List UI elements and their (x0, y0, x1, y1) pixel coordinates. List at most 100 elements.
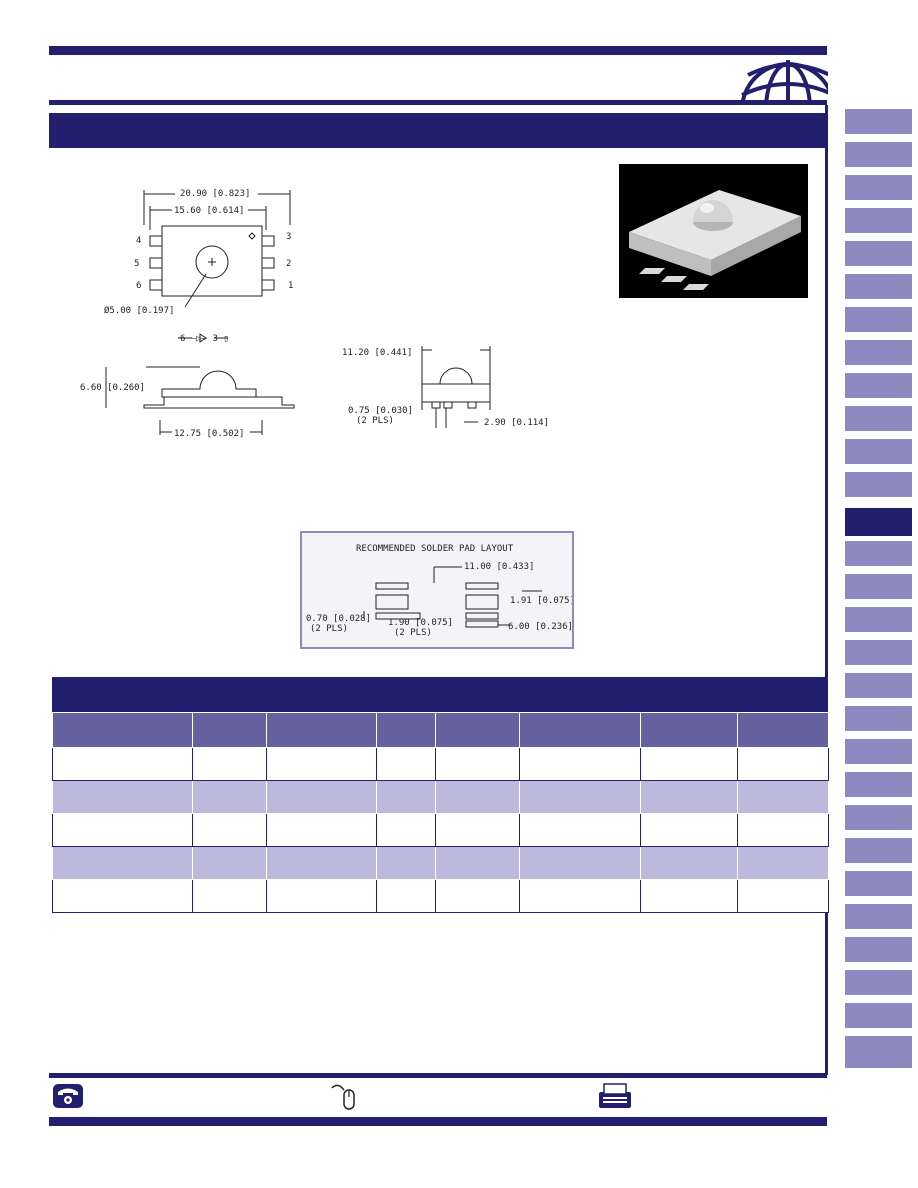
sidebar-tab[interactable] (845, 739, 912, 764)
right-rule (825, 105, 828, 1075)
table-cell (266, 780, 377, 814)
table-cell (737, 846, 829, 880)
pin-6-label: 6 (136, 281, 141, 291)
sidebar-tab[interactable] (845, 472, 912, 497)
table-cell (640, 747, 738, 781)
sidebar-tab[interactable] (845, 904, 912, 929)
sidebar-tab[interactable] (845, 673, 912, 698)
table-cell (435, 846, 520, 880)
sidebar-tab[interactable] (845, 208, 912, 233)
end-view-label: 6 —▷— 3 ▯ (180, 334, 229, 344)
sidebar-tab[interactable] (845, 805, 912, 830)
sidebar-tab[interactable] (845, 607, 912, 632)
sidebar-tab[interactable] (845, 574, 912, 599)
table-row (52, 813, 829, 847)
pin-2-label: 2 (286, 259, 291, 269)
sidebar-tab-active[interactable] (845, 508, 912, 536)
dim-pad-pitch: 1.90 [0.075] (388, 618, 453, 628)
dim-lead-width-note: (2 PLS) (356, 416, 394, 426)
sidebar-tab[interactable] (845, 406, 912, 431)
table-header-cell (640, 712, 738, 748)
table-cell (640, 813, 738, 847)
table-cell (737, 813, 829, 847)
table-cell (376, 780, 436, 814)
table-cell (435, 747, 520, 781)
table-header-cell (376, 712, 436, 748)
sidebar-tab[interactable] (845, 640, 912, 665)
sidebar-tab[interactable] (845, 307, 912, 332)
table-header-cell (52, 712, 193, 748)
table-cell (435, 879, 520, 913)
table-cell (376, 813, 436, 847)
table-cell (192, 879, 267, 913)
table-header-cell (192, 712, 267, 748)
table-header-cell (435, 712, 520, 748)
table-row (52, 747, 829, 781)
table-cell (266, 846, 377, 880)
table-cell (52, 813, 193, 847)
pin-1-label: 1 (288, 281, 293, 291)
table-cell (52, 846, 193, 880)
dim-pad-span: 11.00 [0.433] (464, 562, 534, 572)
table-cell (52, 780, 193, 814)
table-header-row (52, 712, 829, 748)
table-cell (737, 780, 829, 814)
header-rule (49, 100, 827, 105)
dim-overall-length: 20.90 [0.823] (180, 189, 250, 199)
mechanical-drawing: 20.90 [0.823] 15.60 [0.614] 4 5 6 3 2 1 … (80, 189, 549, 439)
footer-rule-top (49, 1073, 827, 1078)
pad-layout-title: RECOMMENDED SOLDER PAD LAYOUT (356, 544, 514, 554)
sidebar-tab[interactable] (845, 1036, 912, 1068)
dim-pad-width: 0.70 [0.028] (306, 614, 371, 624)
dim-side-height: 6.60 [0.260] (80, 383, 145, 393)
sidebar-tab[interactable] (845, 871, 912, 896)
dim-pad-height: 1.91 [0.075] (510, 596, 572, 606)
sidebar-tab[interactable] (845, 937, 912, 962)
table-cell (640, 780, 738, 814)
dim-pin-span: 15.60 [0.614] (174, 206, 244, 216)
table-cell (519, 846, 641, 880)
sidebar-tab[interactable] (845, 109, 912, 134)
table-row (52, 879, 829, 913)
pin-4-label: 4 (136, 236, 141, 246)
table-cell (376, 747, 436, 781)
table-header-cell (266, 712, 377, 748)
sidebar-tab[interactable] (845, 373, 912, 398)
table-cell (192, 780, 267, 814)
dim-lens-diameter: Ø5.00 [0.197] (104, 305, 174, 316)
sidebar-tab[interactable] (845, 772, 912, 797)
sidebar-tab[interactable] (845, 175, 912, 200)
sidebar-tab[interactable] (845, 970, 912, 995)
mouse-icon (331, 1084, 355, 1110)
dim-lead-width: 0.75 [0.030] (348, 406, 413, 416)
top-rule (49, 46, 827, 55)
sidebar-tab[interactable] (845, 274, 912, 299)
table-cell (192, 813, 267, 847)
table-cell (52, 747, 193, 781)
sidebar-tab[interactable] (845, 706, 912, 731)
table-row (52, 780, 829, 814)
dim-body-length: 12.75 [0.502] (174, 429, 244, 439)
table-cell (435, 813, 520, 847)
table-title-bar (52, 677, 828, 712)
table-cell (519, 747, 641, 781)
table-cell (192, 846, 267, 880)
table-cell (737, 747, 829, 781)
table-cell (640, 879, 738, 913)
dim-end-width: 11.20 [0.441] (342, 348, 412, 358)
table-header-cell (519, 712, 641, 748)
sidebar-tab[interactable] (845, 340, 912, 365)
sidebar-tab[interactable] (845, 1003, 912, 1028)
dim-pad-pitch-note: (2 PLS) (394, 628, 432, 638)
pin-3-label: 3 (286, 232, 291, 242)
sidebar-tab[interactable] (845, 241, 912, 266)
table-header-cell (737, 712, 829, 748)
table-cell (192, 747, 267, 781)
table-cell (266, 813, 377, 847)
sidebar-tab[interactable] (845, 142, 912, 167)
sidebar-tab[interactable] (845, 541, 912, 566)
dim-pad-length: 6.00 [0.236] (508, 622, 572, 632)
solder-pad-layout: RECOMMENDED SOLDER PAD LAYOUT 11.00 [0.4… (300, 531, 575, 649)
sidebar-tab[interactable] (845, 838, 912, 863)
sidebar-tab[interactable] (845, 439, 912, 464)
